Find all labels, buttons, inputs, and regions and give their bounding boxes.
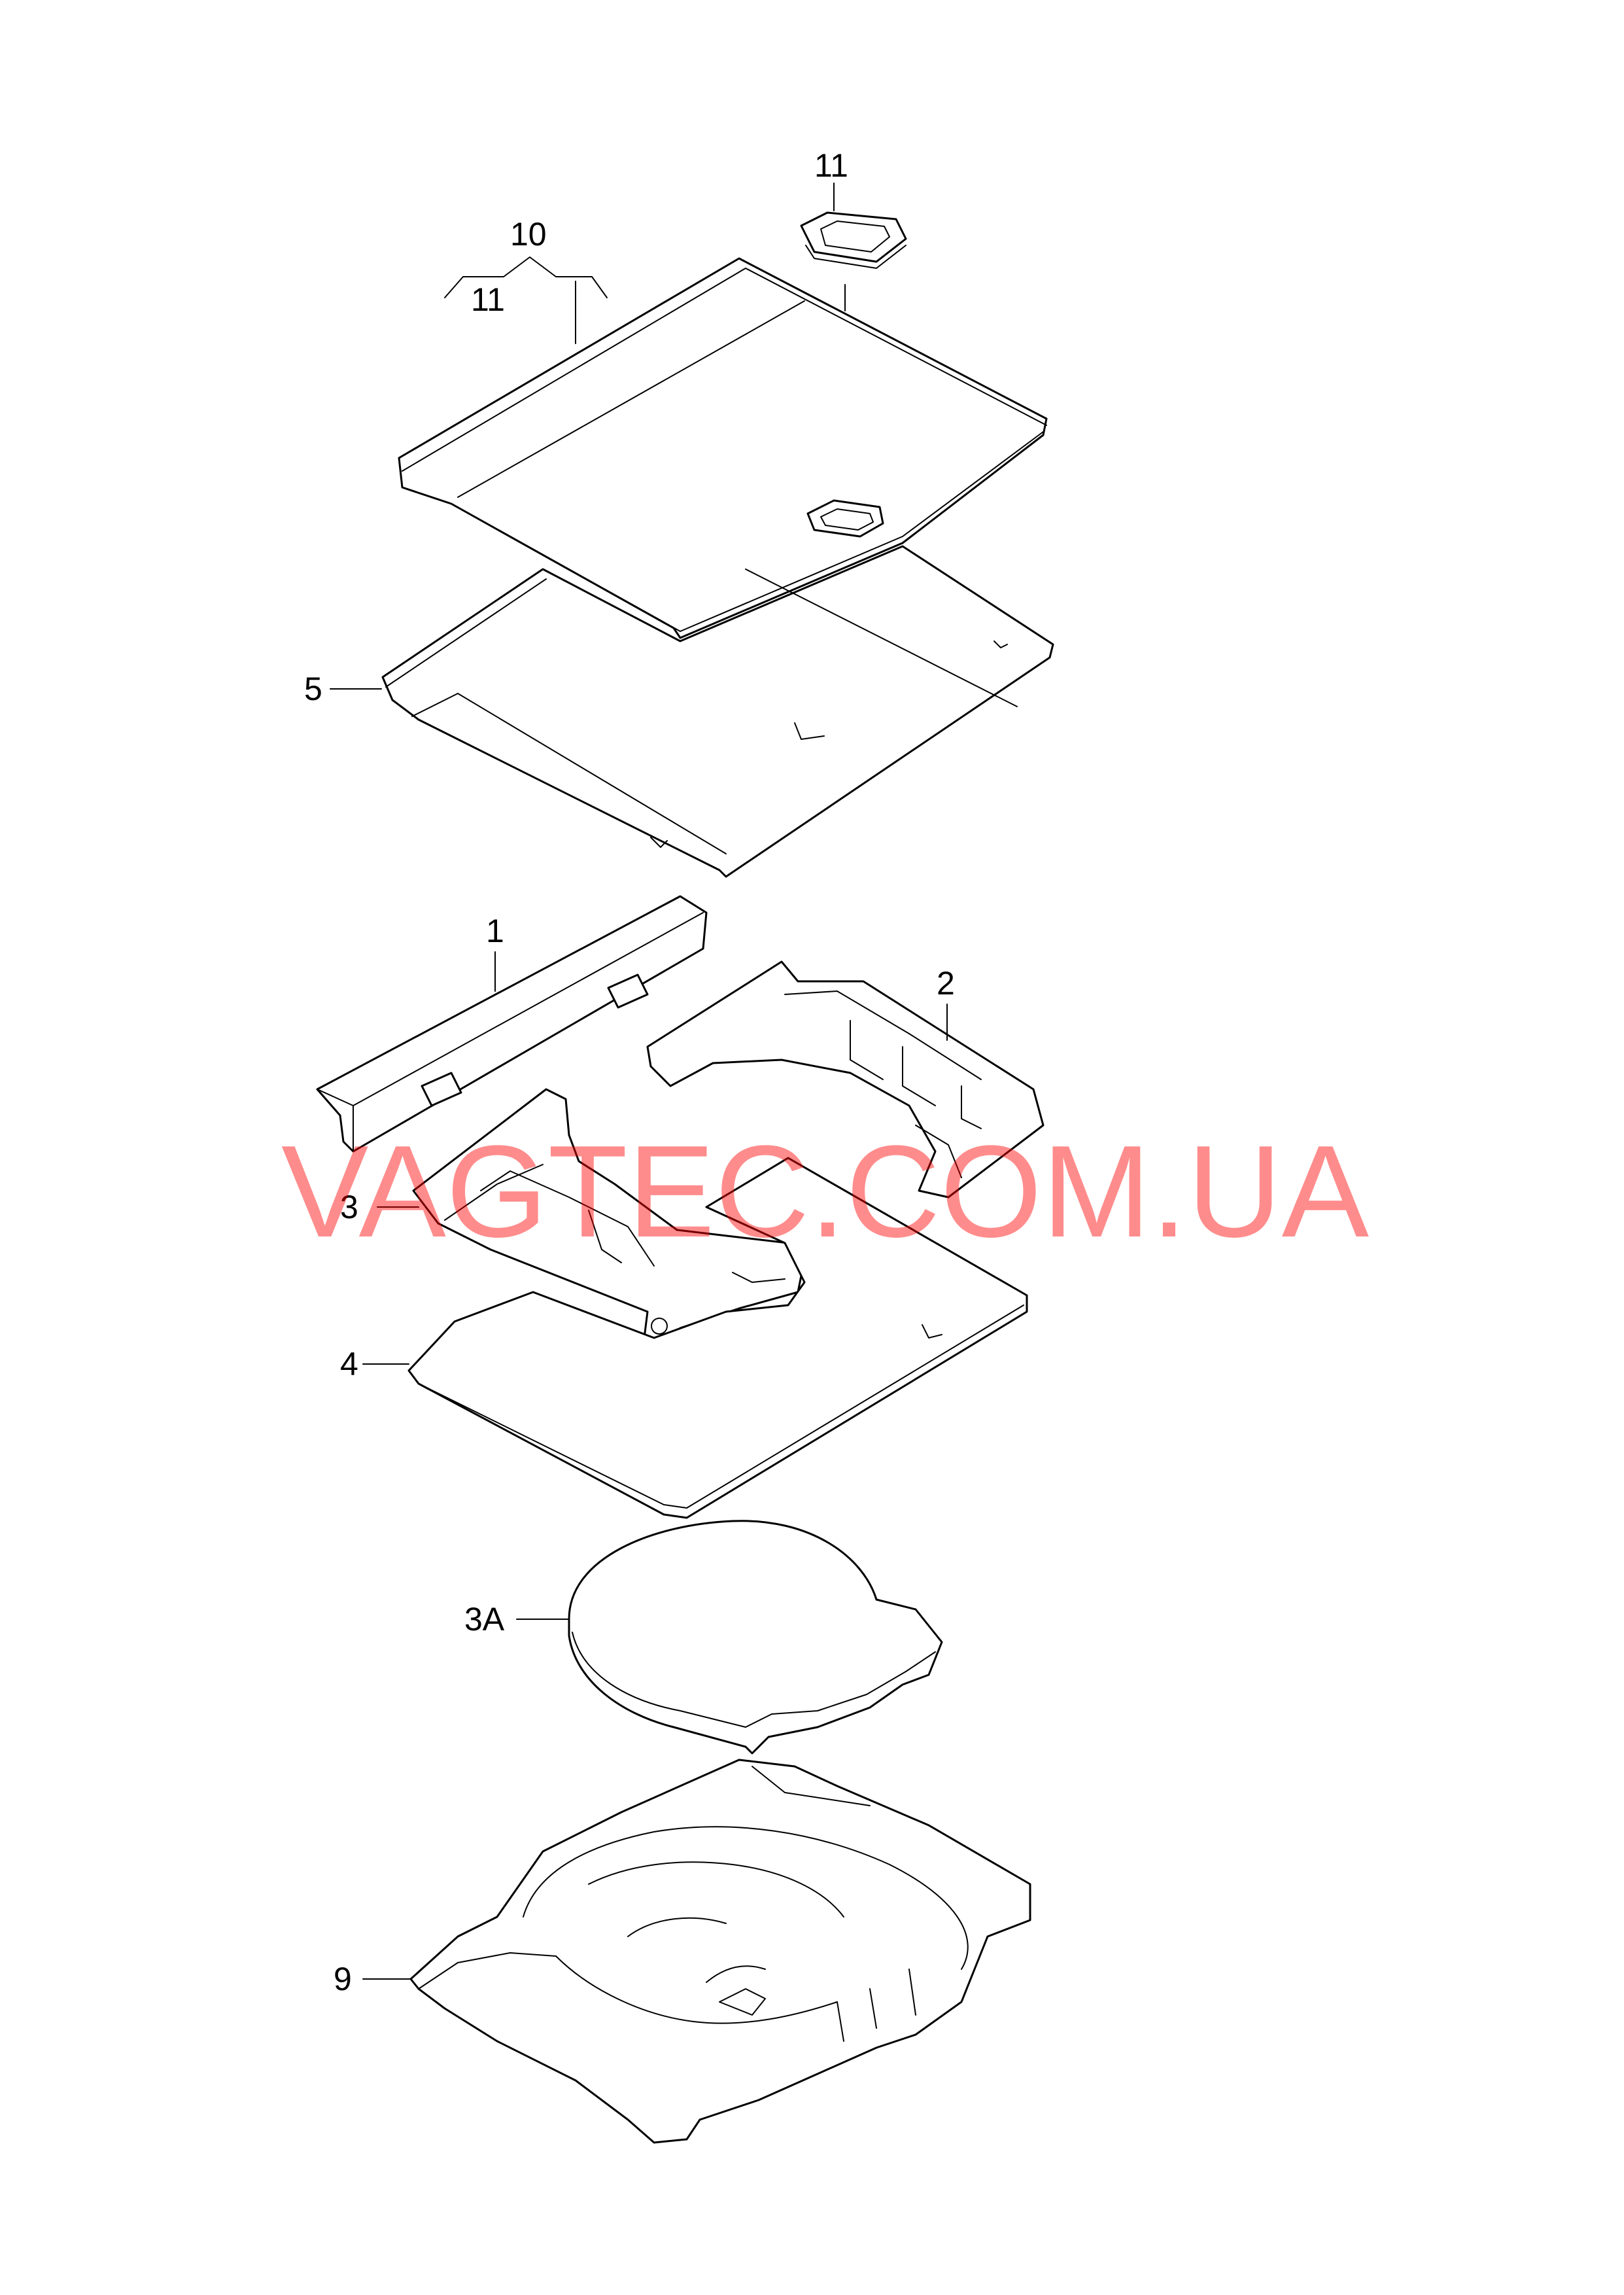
callout-11-top: 11 [814,147,848,184]
callout-5: 5 [304,671,322,707]
part-5-floor-panel[interactable] [381,545,1054,878]
callout-1: 1 [486,913,504,949]
part-4-floor-mat[interactable] [407,1157,1028,1519]
part-2-right-tray[interactable] [646,960,1045,1199]
callout-11-left: 11 [471,281,505,318]
part-11-clip[interactable] [800,211,907,269]
callout-3: 3 [340,1189,358,1225]
bracket-10 [444,256,608,298]
part-10-floor-cover[interactable] [398,257,1048,639]
callout-10: 10 [510,216,547,253]
callout-9: 9 [334,1961,352,1997]
watermark: VAGTEC.COM.UA [281,1119,1370,1265]
part-1-side-trim[interactable] [316,895,708,1153]
callout-4: 4 [340,1346,358,1382]
part-3a-tire-cover[interactable] [568,1520,943,1755]
part-9-wheel-well[interactable] [409,1759,1031,2144]
callout-3a: 3A [464,1601,505,1638]
callout-2: 2 [937,965,955,1002]
